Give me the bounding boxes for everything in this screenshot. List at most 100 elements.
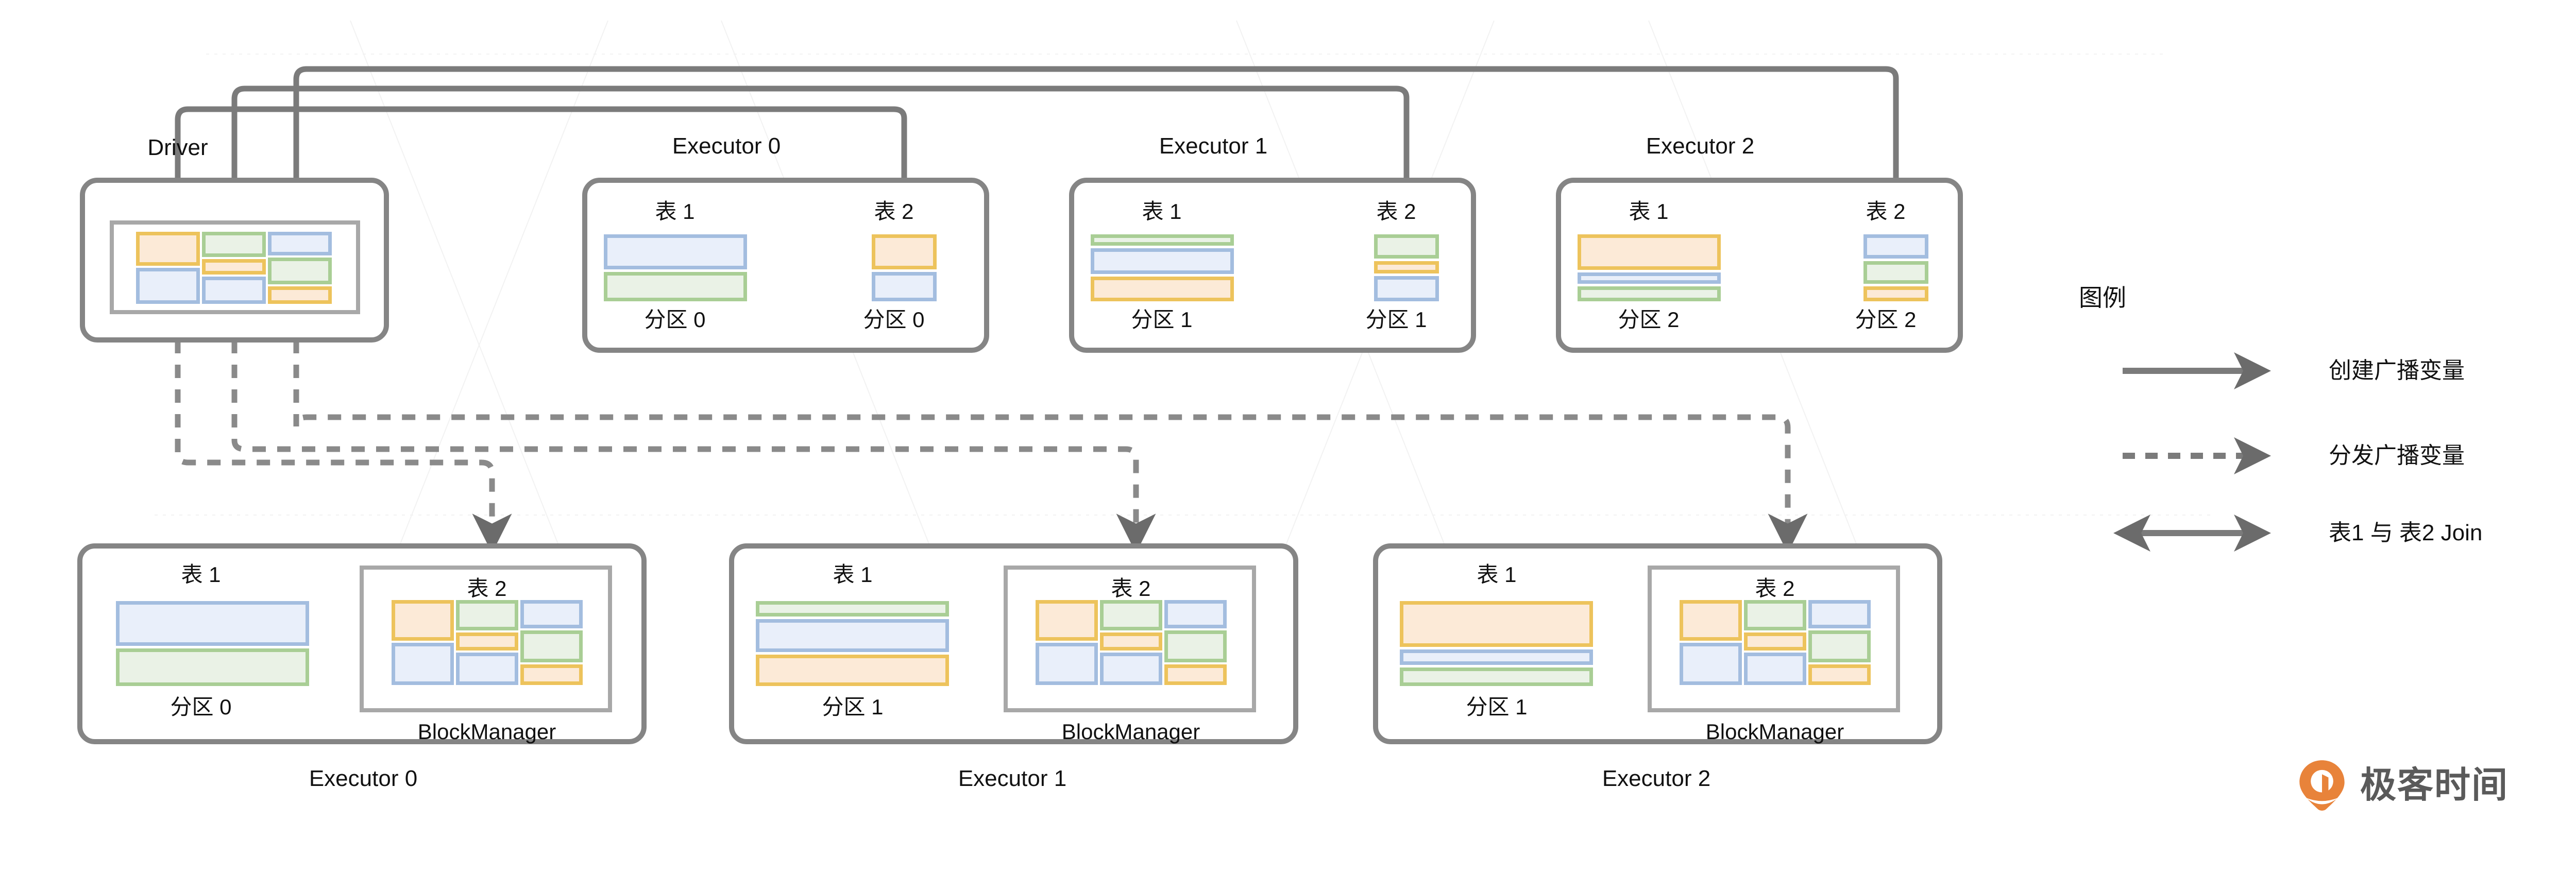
top-exec1-table1-cells (1091, 234, 1234, 301)
top-exec0-table2-label: 表 2 (874, 199, 914, 224)
data-block-blue (392, 642, 454, 685)
data-block-orange (1374, 261, 1439, 273)
data-block-green (1400, 667, 1593, 686)
data-block-green (1863, 261, 1928, 284)
data-block-blue (1036, 642, 1098, 685)
data-block-orange (392, 600, 454, 641)
data-block-green (1808, 630, 1871, 663)
data-block-blue (1100, 653, 1162, 685)
data-block-blue (116, 601, 309, 646)
bot-exec2-table1-cells (1400, 601, 1593, 686)
bottom-executor-0-title: Executor 0 (309, 766, 418, 791)
top-exec1-table1-label: 表 1 (1142, 199, 1182, 224)
bot-exec0-table2-label: 表 2 (467, 576, 507, 601)
top-exec2-table1-caption: 分区 2 (1618, 307, 1680, 332)
grid-column-0 (1036, 600, 1098, 685)
bot-exec0-table2-caption: BlockManager (417, 720, 556, 744)
top-exec2-table1-cells (1578, 234, 1721, 301)
data-block-green (456, 600, 518, 630)
data-block-blue (1680, 642, 1742, 685)
data-block-blue (1808, 600, 1871, 629)
data-block-orange (1400, 601, 1593, 647)
data-block-green (268, 258, 332, 285)
top-exec2-table2-label: 表 2 (1866, 199, 1906, 224)
data-block-green (116, 648, 309, 686)
data-block-blue (520, 600, 583, 629)
top-exec2-table2-caption: 分区 2 (1855, 307, 1917, 332)
data-block-orange (520, 664, 583, 685)
bottom-executor-2-title: Executor 2 (1602, 766, 1711, 791)
brand-name: 极客时间 (2360, 765, 2509, 805)
top-exec0-table1-label: 表 1 (655, 199, 695, 224)
data-block-green (1744, 600, 1806, 630)
data-block-orange (1100, 632, 1162, 651)
bot-exec1-table2-label: 表 2 (1111, 576, 1151, 601)
data-block-orange (1863, 286, 1928, 301)
data-block-orange (456, 632, 518, 651)
data-block-green (604, 271, 747, 301)
grid-column-0 (136, 232, 200, 304)
top-exec1-table2-cells (1374, 234, 1439, 301)
data-block-orange (1744, 632, 1806, 651)
grid-column-0 (392, 600, 454, 685)
data-block-orange (872, 234, 937, 269)
data-block-green (520, 630, 583, 663)
bot-exec2-table2-label: 表 2 (1755, 576, 1795, 601)
bot-exec1-table1-label: 表 1 (833, 562, 873, 587)
grid-column-2 (268, 232, 332, 304)
bot-exec0-table1-cells (116, 601, 309, 686)
data-block-blue (1091, 248, 1234, 274)
bot-exec2-blockmanager-grid (1680, 600, 1873, 685)
top-executor-2-title: Executor 2 (1646, 133, 1755, 159)
data-block-orange (1164, 664, 1227, 685)
data-block-orange (1680, 600, 1742, 641)
bot-exec2-table2-caption: BlockManager (1705, 720, 1844, 744)
data-block-orange (1091, 276, 1234, 301)
data-block-green (756, 601, 949, 617)
bot-exec2-table1-label: 表 1 (1477, 562, 1517, 587)
brand-logo: 极客时间 (2295, 758, 2509, 812)
top-exec0-table1-cells (604, 234, 747, 301)
top-executor-0-title: Executor 0 (672, 133, 781, 159)
top-exec1-table2-label: 表 2 (1376, 199, 1416, 224)
data-block-orange (756, 654, 949, 686)
data-block-green (1091, 234, 1234, 246)
grid-column-2 (1164, 600, 1227, 685)
top-exec0-table2-caption: 分区 0 (863, 307, 925, 332)
data-block-blue (268, 232, 332, 256)
data-block-orange (202, 259, 266, 275)
legend-title: 图例 (2079, 284, 2126, 311)
data-block-green (202, 232, 266, 258)
top-exec1-table2-caption: 分区 1 (1365, 307, 1427, 332)
data-block-blue (1374, 276, 1439, 301)
legend-item-0-label: 创建广播变量 (2329, 358, 2465, 383)
data-block-orange (1578, 234, 1721, 270)
grid-column-1 (456, 600, 518, 685)
top-exec2-table1-label: 表 1 (1629, 199, 1669, 224)
grid-column-1 (1744, 600, 1806, 685)
top-exec2-table2-cells (1863, 234, 1928, 301)
top-executor-1-title: Executor 1 (1159, 133, 1268, 159)
data-block-green (1100, 600, 1162, 630)
bot-exec1-blockmanager-grid (1036, 600, 1229, 685)
data-block-orange (1036, 600, 1098, 641)
data-block-blue (456, 653, 518, 685)
bot-exec2-table1-caption: 分区 1 (1466, 695, 1528, 719)
data-block-green (1374, 234, 1439, 259)
top-exec0-table1-caption: 分区 0 (644, 307, 706, 332)
data-block-blue (1863, 234, 1928, 259)
top-exec1-table1-caption: 分区 1 (1131, 307, 1193, 332)
grid-column-0 (1680, 600, 1742, 685)
geektime-pin-icon (2295, 758, 2349, 812)
data-block-orange (1808, 664, 1871, 685)
grid-column-1 (1100, 600, 1162, 685)
legend-item-1-label: 分发广播变量 (2329, 443, 2465, 468)
data-block-blue (604, 234, 747, 269)
data-block-blue (1400, 649, 1593, 665)
data-block-blue (756, 619, 949, 652)
driver-table-grid (136, 232, 334, 304)
bottom-executor-1-title: Executor 1 (958, 766, 1067, 791)
bot-exec1-table1-caption: 分区 1 (822, 695, 884, 719)
top-exec0-table2-cells (872, 234, 937, 301)
